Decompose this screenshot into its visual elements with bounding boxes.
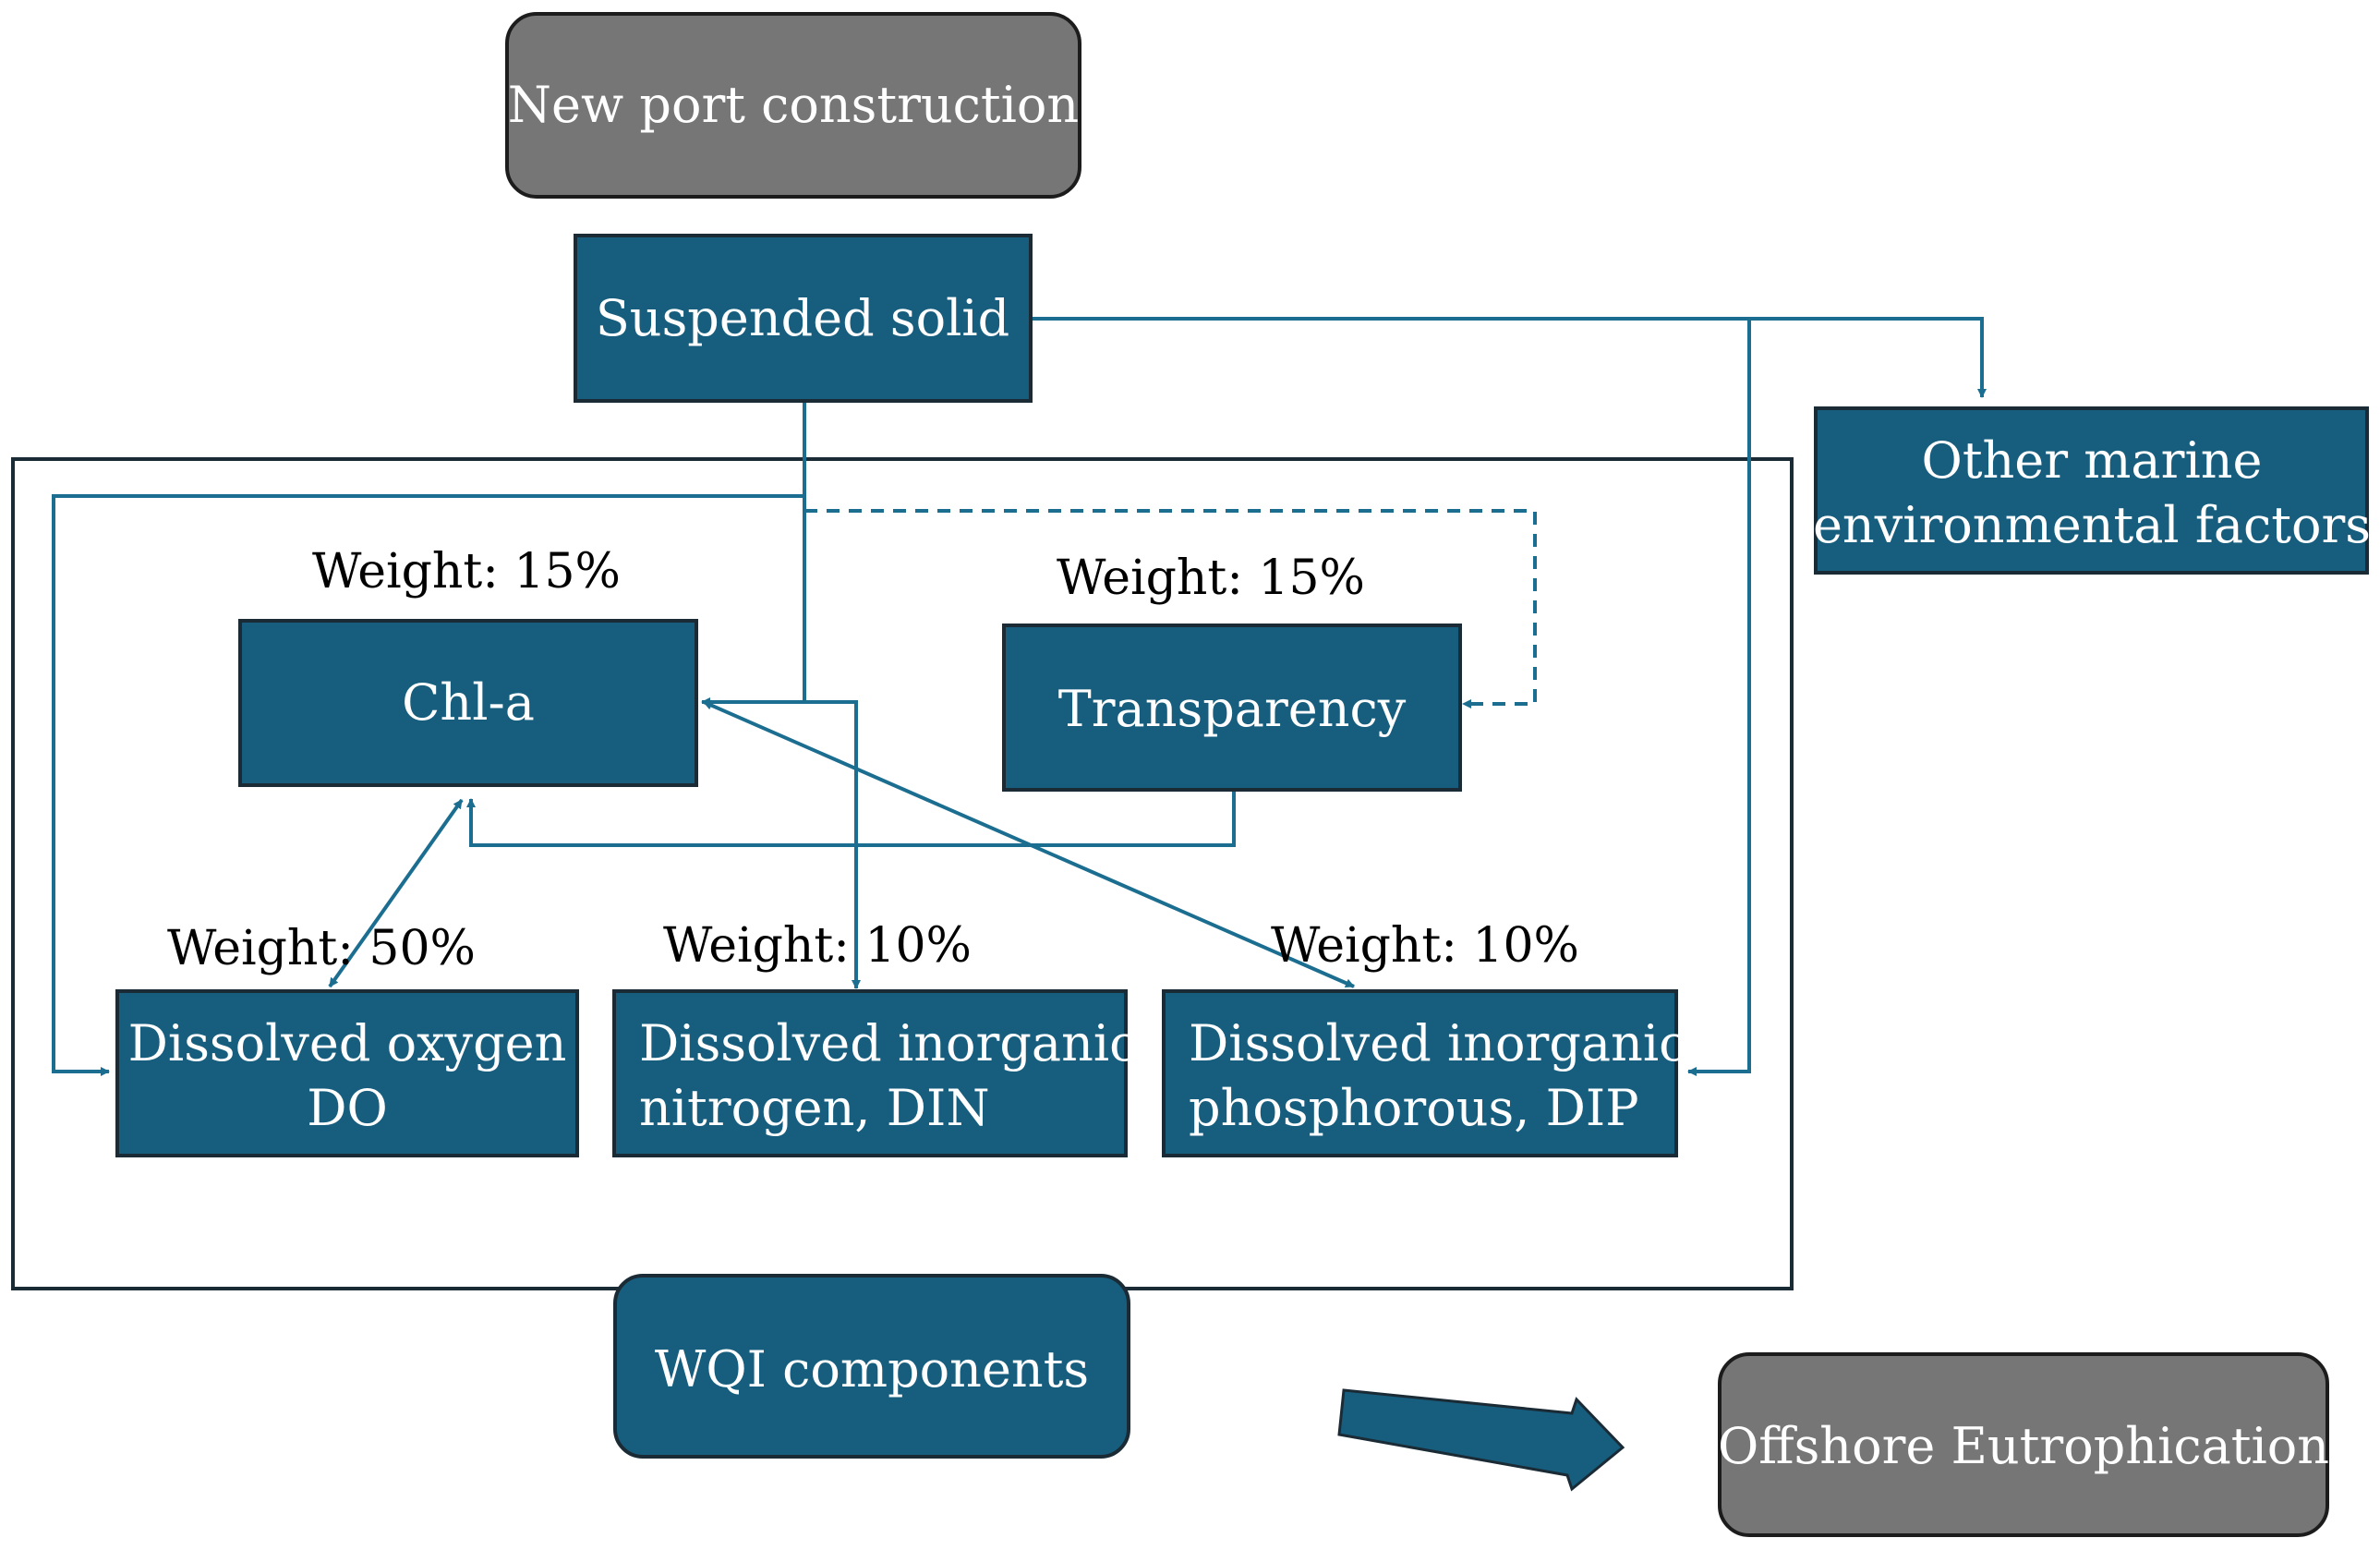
edge-transparency-to-chla [466,792,1236,847]
edge-chla-do [328,798,464,988]
do-weight: Weight: 50% [167,921,476,976]
node-eutrophication: Offshore Eutrophication [1718,1352,2329,1537]
other-factors-label-line1: Other marine [1922,431,2263,490]
new-port-label: New port construction [508,76,1079,134]
eutrophication-box [1718,1352,2329,1537]
transparency-weight: Weight: 15% [1057,551,1365,606]
edge-ss-to-other-factors [1032,317,1987,398]
block-arrow-icon [1337,1388,1625,1492]
dip-box [1162,989,1678,1157]
din-weight: Weight: 10% [663,918,972,974]
new-port-box [505,12,1081,199]
node-other-factors: Other marine environmental factors [1813,406,2371,575]
edges [52,317,1987,1076]
suspended-solid-label: Suspended solid [596,289,1009,347]
edge-ss-to-do [52,494,804,1076]
edge-chla-dip [703,700,1355,988]
edge-ss-to-transparency [804,509,1537,708]
transparency-label: Transparency [1058,680,1407,738]
din-box [612,989,1128,1157]
other-factors-label-line2: environmental factors [1813,496,2371,554]
node-chla: Weight: 15% Chl-a [238,544,698,787]
eutrophication-label: Offshore Eutrophication [1718,1417,2329,1475]
suspended-solid-box [574,234,1033,403]
node-suspended-solid: Suspended solid [574,234,1033,403]
node-do: Weight: 50% Dissolved oxygen DO [115,921,579,1157]
wqi-box [613,1274,1130,1459]
dip-label-line2: phosphorous, DIP [1189,1079,1639,1137]
din-label-line1: Dissolved inorganic [639,1014,1137,1072]
node-din: Weight: 10% Dissolved inorganic nitrogen… [612,918,1137,1157]
wqi-frame [11,457,1794,1290]
edge-ss-to-dip [1687,319,1751,1076]
node-new-port: New port construction [505,12,1081,199]
din-label-line2: nitrogen, DIN [639,1079,990,1137]
node-wqi: WQI components [613,1274,1130,1459]
do-box [115,989,579,1157]
other-factors-box [1814,406,2369,575]
chla-box [238,619,698,787]
dip-label-line1: Dissolved inorganic [1189,1014,1686,1072]
node-dip: Weight: 10% Dissolved inorganic phosphor… [1162,918,1686,1157]
wqi-label: WQI components [655,1340,1089,1399]
dip-weight: Weight: 10% [1271,918,1579,974]
do-label-line1: Dissolved oxygen [128,1014,567,1072]
node-transparency: Weight: 15% Transparency [1002,551,1462,792]
do-label-line2: DO [307,1079,388,1137]
chla-label: Chl-a [402,673,535,732]
chla-weight: Weight: 15% [312,544,621,599]
transparency-box [1002,624,1462,792]
